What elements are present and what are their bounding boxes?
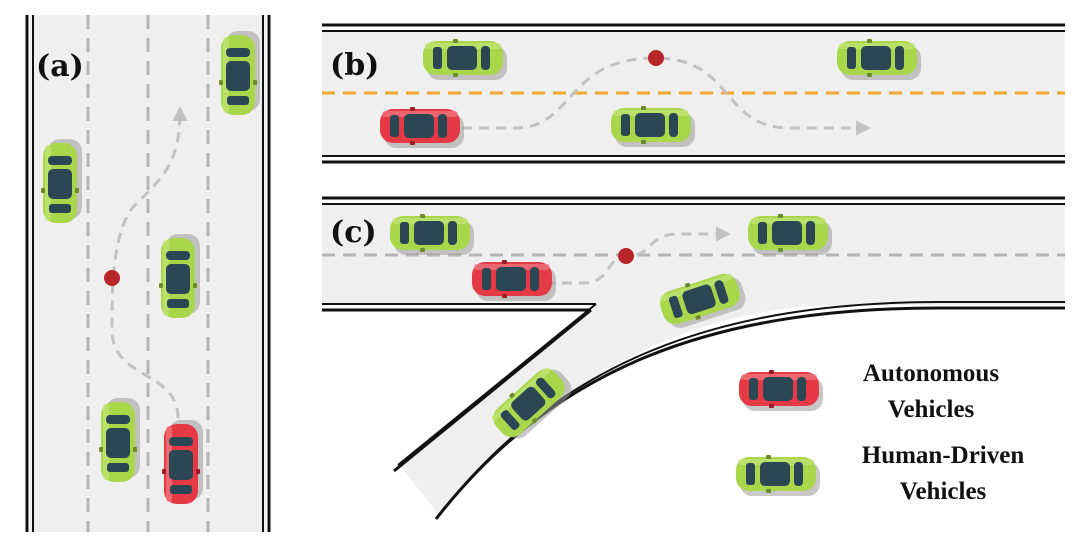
human-driven-car bbox=[837, 39, 921, 80]
legend-human-line2: Vehicles bbox=[900, 478, 987, 505]
autonomous-car bbox=[380, 107, 464, 148]
legend-human-car-icon bbox=[736, 455, 820, 496]
panel-c-ramp-left-edge bbox=[397, 303, 597, 466]
legend: Autonomous Vehicles Human-Driven Vehicle… bbox=[736, 360, 1024, 505]
legend-human-line1: Human-Driven bbox=[862, 442, 1025, 469]
autonomous-car bbox=[162, 420, 203, 504]
panel-a-label: (a) bbox=[36, 49, 84, 84]
panel-b-label: (b) bbox=[330, 48, 379, 83]
legend-autonomous-line2: Vehicles bbox=[888, 396, 975, 423]
panel-c-ramp bbox=[400, 305, 840, 516]
panel-b-trajectory bbox=[462, 56, 871, 136]
legend-autonomous-car-icon bbox=[739, 370, 823, 411]
panel-c-label: (c) bbox=[330, 215, 377, 250]
legend-autonomous-line1: Autonomous bbox=[863, 360, 999, 387]
panel-c-decision-point bbox=[618, 248, 634, 264]
panel-a: (a) bbox=[25, 15, 271, 532]
panel-c: (c) bbox=[322, 196, 1065, 520]
panel-b: (b) bbox=[322, 23, 1065, 164]
human-driven-car bbox=[159, 234, 200, 318]
autonomous-car bbox=[472, 260, 556, 301]
human-driven-car bbox=[611, 106, 695, 147]
human-driven-car bbox=[219, 31, 260, 115]
panel-b-decision-point bbox=[648, 50, 664, 66]
human-driven-car bbox=[748, 214, 832, 255]
human-driven-car bbox=[41, 139, 82, 223]
human-driven-car bbox=[423, 39, 507, 80]
human-driven-car bbox=[99, 398, 140, 482]
panel-a-decision-point bbox=[104, 270, 120, 286]
human-driven-car bbox=[390, 214, 474, 255]
